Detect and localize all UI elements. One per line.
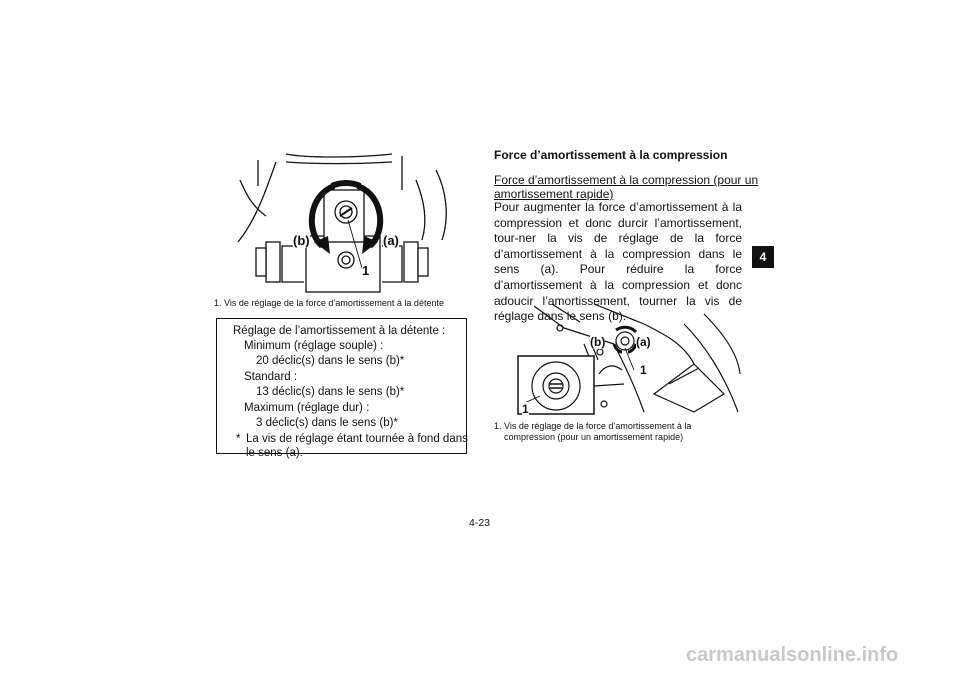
rebound-settings-box: Réglage de l’amortissement à la détente … <box>216 318 468 459</box>
spec-title: Réglage de l’amortissement à la détente … <box>233 325 446 337</box>
page-number: 4-23 <box>469 517 491 529</box>
spec-max-value: 3 déclic(s) dans le sens (b)* <box>256 417 398 429</box>
fig2-label-b: (b) <box>590 335 606 349</box>
spec-footnote-mark: * <box>236 433 241 445</box>
subheading-line-1: Force d’amortissement à la compression (… <box>494 173 759 187</box>
figure-2-caption: 1. Vis de réglage de la force d’amortiss… <box>494 421 744 445</box>
chapter-tab: 4 <box>752 246 774 268</box>
label-b: (b) <box>293 233 310 248</box>
spec-std-label: Standard : <box>244 371 298 383</box>
subheading-line-2: amortissement rapide) <box>494 187 614 201</box>
fig2-label-1-main: 1 <box>640 363 647 377</box>
spec-max-label: Maximum (réglage dur) : <box>244 402 370 414</box>
figure-1-caption: 1. Vis de réglage de la force d’amortiss… <box>214 298 474 310</box>
caption-text: Vis de réglage de la force d’amortisseme… <box>224 298 444 308</box>
spec-footnote-line1: La vis de réglage étant tournée à fond d… <box>246 433 468 445</box>
caption2-line-2: compression (pour un amortissement rapid… <box>504 432 684 442</box>
body-paragraph: Pour augmenter la force d’amortissement … <box>494 200 742 324</box>
caption2-number: 1. <box>494 421 502 431</box>
spec-min-value: 20 déclic(s) dans le sens (b)* <box>256 355 405 367</box>
label-a: (a) <box>383 233 399 248</box>
caption2-line-1: Vis de réglage de la force d’amortisseme… <box>504 421 692 431</box>
spec-footnote-line2: le sens (a). <box>246 447 303 459</box>
rebound-adjuster-figure <box>237 153 447 293</box>
compression-adjuster-figure <box>517 304 741 415</box>
caption-number: 1. <box>214 298 222 308</box>
section-heading: Force d’amortissement à la compression <box>494 148 728 162</box>
fig2-label-1-inset: 1 <box>522 402 529 416</box>
spec-std-value: 13 déclic(s) dans le sens (b)* <box>256 386 405 398</box>
spec-min-label: Minimum (réglage souple) : <box>244 340 384 352</box>
fig2-label-a: (a) <box>636 335 651 349</box>
label-1: 1 <box>362 263 370 278</box>
watermark: carmanualsonline.info <box>686 644 899 666</box>
